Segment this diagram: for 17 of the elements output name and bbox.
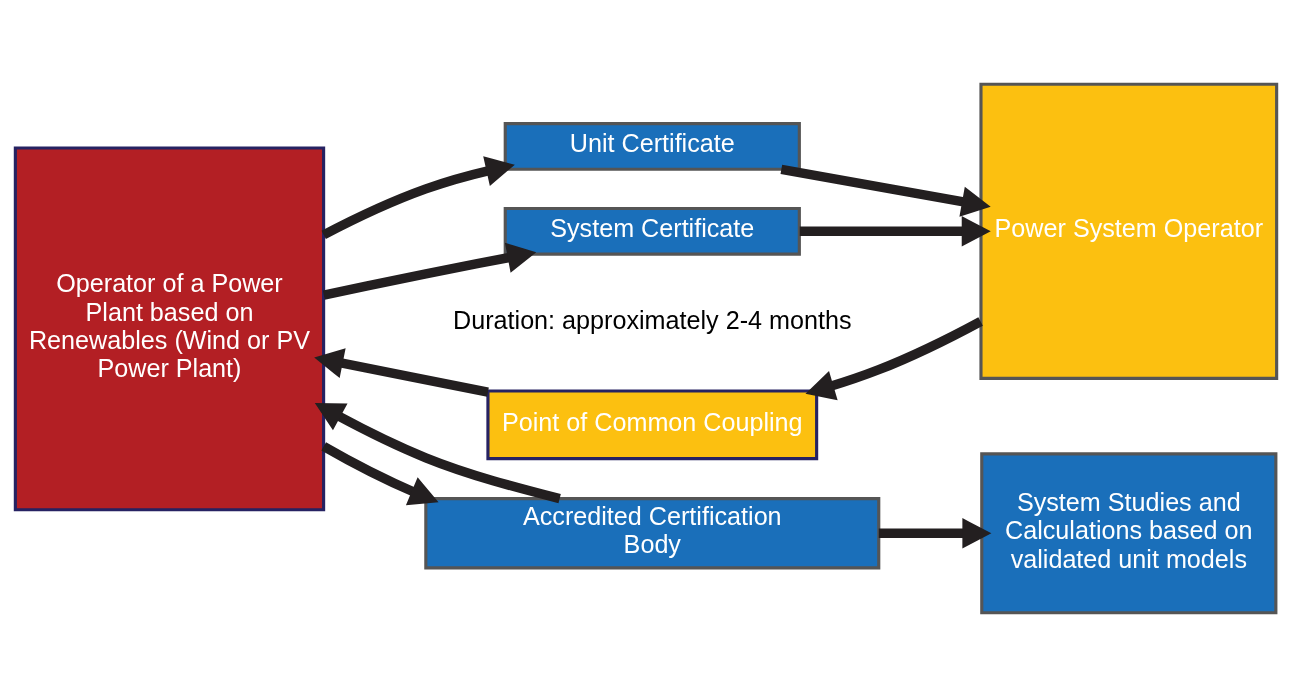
node-box: Power System Operator xyxy=(979,82,1279,380)
arrow xyxy=(321,442,439,506)
node-box: System Certificate xyxy=(503,206,801,256)
node-label: Duration: approximately 2-4 months xyxy=(453,305,852,334)
arrow xyxy=(314,348,489,397)
arrow xyxy=(780,164,991,217)
node-box: Accredited Certification Body xyxy=(424,497,881,570)
node-box: System Studies and Calculations based on validated unit models xyxy=(980,452,1278,615)
arrow xyxy=(878,518,992,549)
arrow xyxy=(322,242,537,300)
arrow xyxy=(321,156,515,240)
arrow xyxy=(799,216,991,247)
node-box: Operator of a Power Plant based on Renewables (Wind or PV Power Plant) xyxy=(13,146,326,512)
arrow xyxy=(314,403,561,504)
node-box: Point of Common Coupling xyxy=(486,389,819,461)
node-box: Unit Certificate xyxy=(503,122,801,171)
arrow xyxy=(805,317,983,401)
